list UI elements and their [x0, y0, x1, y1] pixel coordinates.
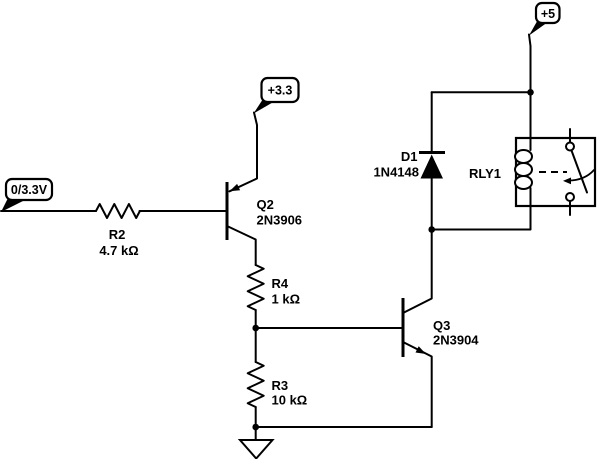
wire-q3-collector [402, 228, 433, 314]
wire-node-to-coil-bottom [430, 205, 532, 231]
rly1-ref: RLY1 [469, 166, 501, 181]
transistor-q3-npn: Q3 2N3904 [401, 298, 479, 357]
net-label-box [260, 76, 300, 104]
net-label-box [4, 177, 54, 202]
r2-ref: R2 [109, 227, 126, 242]
r3-value: 10 kΩ [272, 393, 308, 408]
net-label-supply-33: +3.3 [253, 76, 300, 114]
relay-switch-icon [563, 128, 595, 216]
q2-ref: Q2 [257, 197, 274, 212]
junction-dot [527, 89, 534, 96]
diode-d1: D1 1N4148 [373, 149, 445, 180]
resistor-r2: R2 4.7 kΩ [95, 203, 141, 258]
coil-loop [514, 149, 533, 164]
r4-value: 1 kΩ [272, 292, 301, 307]
coil-loop [514, 175, 533, 190]
pnp-emitter-arrow-icon [229, 183, 241, 192]
ground-triangle [237, 439, 275, 459]
junction-dots [252, 89, 534, 431]
net-label-supply-5: +5 [529, 1, 561, 36]
coil-loop [514, 162, 533, 177]
npn-emitter-arrow-icon [415, 346, 426, 354]
relay-coil-icon [514, 137, 533, 207]
wire-q3-emitter [402, 341, 433, 428]
q3-ref: Q3 [433, 318, 450, 333]
wire-5-to-coil [528, 33, 532, 139]
net-label-text: 0/3.3V [11, 183, 48, 197]
junction-dot [252, 324, 259, 332]
q3-value: 2N3904 [433, 333, 479, 348]
switch-blade [570, 149, 588, 194]
wire-q2-collector [226, 225, 257, 266]
switch-contact-bottom [565, 192, 575, 202]
ground-symbol-icon [237, 439, 275, 459]
net-label-text: +5 [541, 7, 555, 21]
r2-value: 4.7 kΩ [99, 243, 138, 258]
diode-triangle-icon [420, 154, 443, 179]
junction-dot [428, 226, 436, 233]
net-label-text: +3.3 [268, 84, 293, 98]
resistor-r4: R4 1 kΩ [246, 264, 301, 311]
r4-ref: R4 [272, 276, 289, 291]
net-label-tail-icon [1, 198, 27, 212]
relay-rly1: RLY1 [469, 128, 597, 216]
junction-dot [252, 423, 259, 431]
transistor-q2-pnp: Q2 2N3906 [225, 182, 303, 240]
net-label-tail-icon [529, 20, 548, 36]
r3-ref: R3 [272, 378, 289, 393]
switch-motion-arrowhead-icon [563, 177, 571, 185]
wire-33-to-emitter [228, 111, 258, 193]
d1-value: 1N4148 [373, 165, 419, 180]
wires [0, 33, 532, 441]
resistor-zigzag-icon [246, 361, 265, 408]
net-label-box [534, 1, 561, 25]
resistor-r3: R3 10 kΩ [246, 361, 308, 408]
q2-value: 2N3906 [257, 213, 303, 228]
net-label-input: 0/3.3V [1, 177, 54, 212]
d1-ref: D1 [401, 149, 418, 164]
resistor-zigzag-icon [95, 203, 141, 219]
resistor-zigzag-icon [246, 264, 265, 311]
switch-contact-top [565, 141, 575, 152]
